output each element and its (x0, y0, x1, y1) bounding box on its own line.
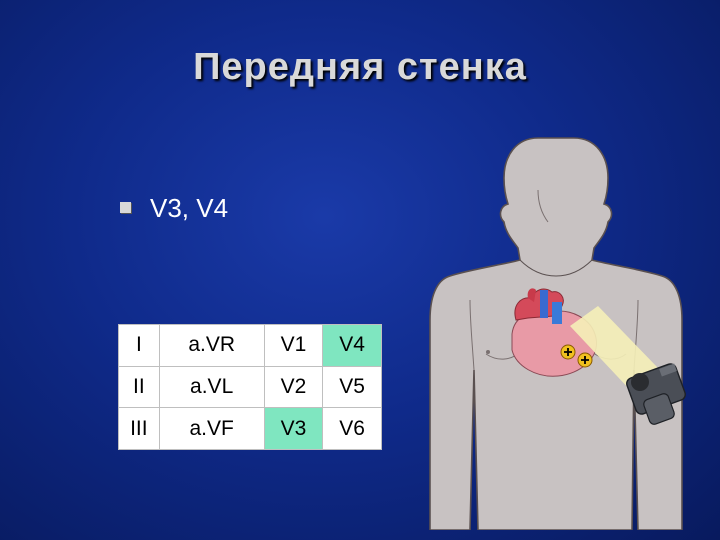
table-row: I a.VR V1 V4 (118, 324, 382, 367)
camera-beam (570, 306, 658, 392)
table-cell: III (118, 407, 160, 450)
anatomy-illustration (429, 137, 686, 530)
table-row: III a.VF V3 V6 (118, 407, 382, 450)
camera-icon (626, 363, 686, 425)
table-cell: a.VR (158, 324, 265, 367)
table-cell-highlighted: V4 (322, 324, 382, 367)
leads-table: I a.VR V1 V4 II a.VL V2 V5 III a.VF V3 V… (118, 324, 382, 450)
electrode-plus-icon (560, 344, 576, 360)
bullet-text: V3, V4 (150, 193, 229, 223)
table-cell: I (118, 324, 160, 367)
table-cell: V6 (322, 407, 382, 450)
square-bullet-icon (120, 202, 131, 213)
slide-title: Передняя стенка (193, 46, 527, 88)
table-cell: a.VF (158, 407, 265, 450)
table-cell: V5 (322, 365, 382, 409)
electrode-plus-icon (577, 352, 593, 368)
table-row: II a.VL V2 V5 (118, 365, 382, 409)
table-cell: V2 (263, 365, 324, 409)
table-cell-highlighted: V3 (263, 407, 324, 450)
table-cell: II (118, 365, 160, 409)
table-cell: a.VL (158, 365, 265, 409)
table-cell: V1 (263, 324, 324, 367)
